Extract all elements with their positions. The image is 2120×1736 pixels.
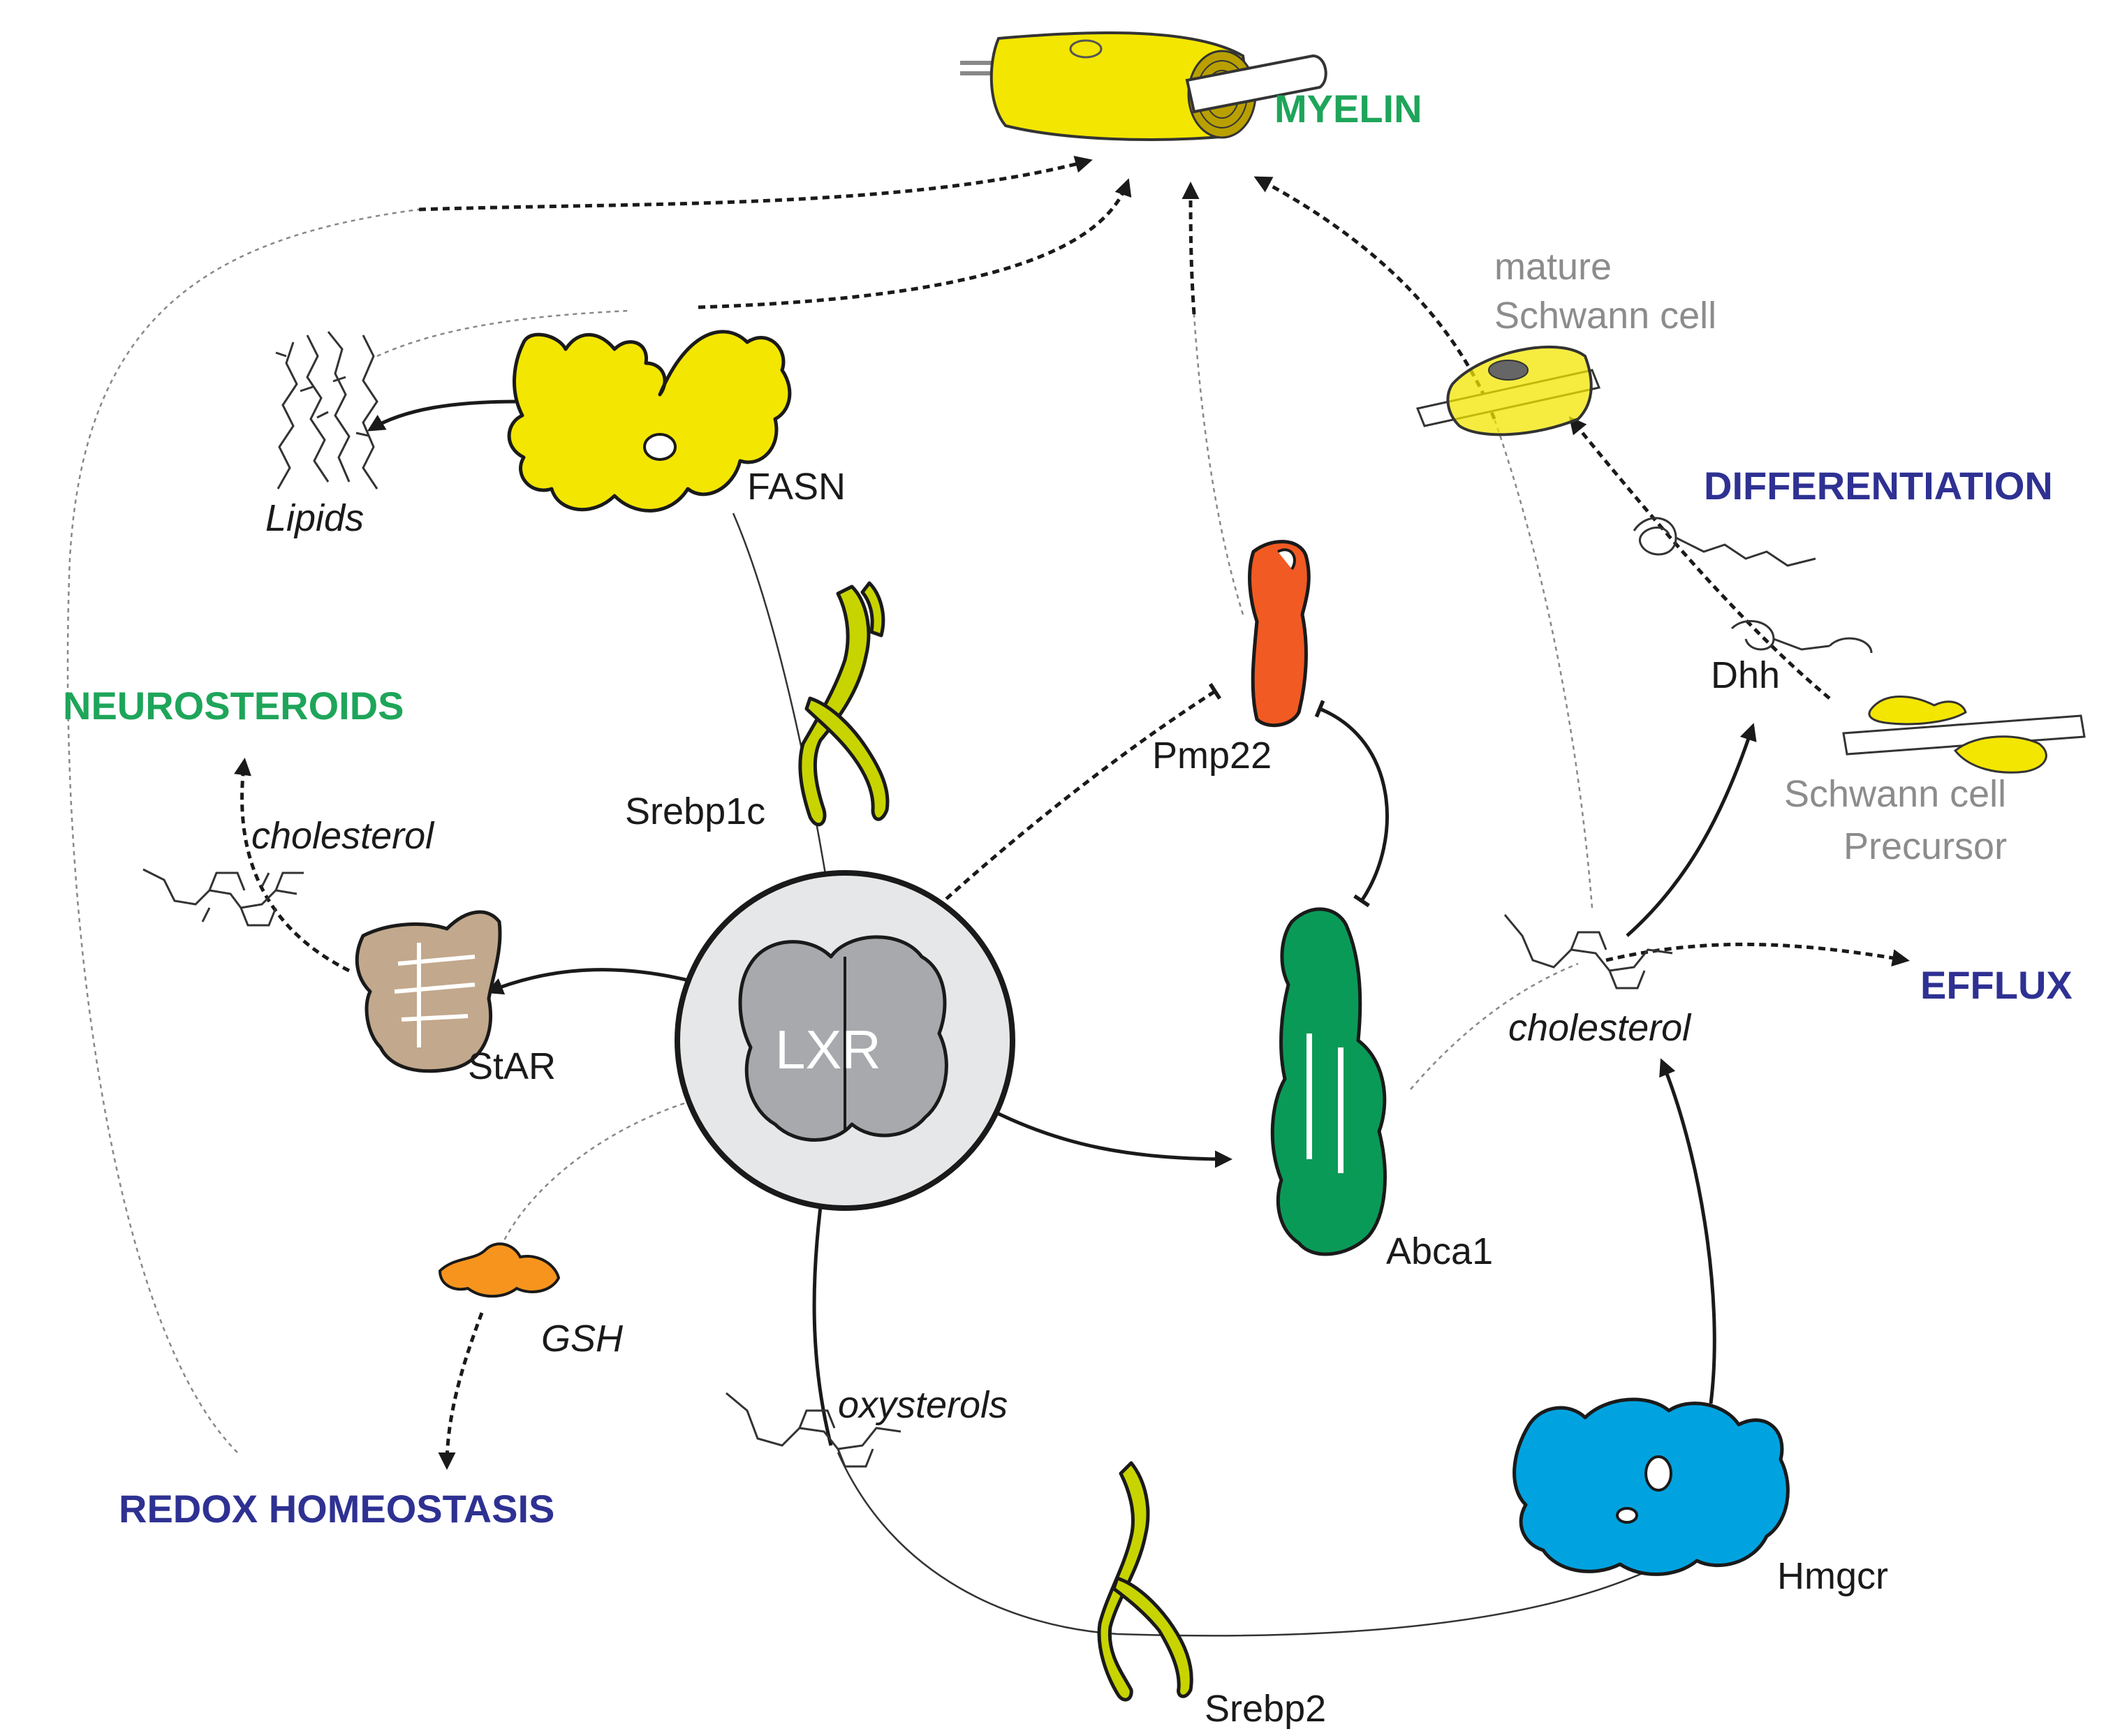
- lower-loop-connector: [837, 1452, 1663, 1637]
- gsh-molecule: [438, 1242, 561, 1298]
- myelin-illustration: [960, 31, 1327, 141]
- srebp2-protein: [1097, 1461, 1193, 1702]
- axon: [1185, 54, 1327, 114]
- dhh-label: Dhh: [1711, 654, 1780, 696]
- cholesterol-right-molecule: [1503, 914, 1673, 990]
- lxr-to-gsh-connector: [501, 1102, 685, 1244]
- cholesterol-left-molecule: [142, 868, 304, 927]
- connections: [66, 156, 1910, 1637]
- neurosteroids-heading: NEUROSTEROIDS: [63, 684, 404, 728]
- fasn-label: FASN: [747, 466, 846, 508]
- efflux-heading: EFFLUX: [1920, 963, 2073, 1007]
- cholesterol-to-myelin-connector: [1493, 418, 1593, 909]
- lxr-to-pmp22-inhibit: [927, 682, 1222, 916]
- gsh-label: GSH: [541, 1318, 624, 1360]
- lipids-label: Lipids: [265, 497, 364, 539]
- gsh-to-redox-arrow: [438, 1312, 484, 1470]
- lxr-to-star-arrow: [485, 968, 706, 995]
- cholesterol-left-label: cholesterol: [251, 815, 435, 857]
- fasn-protein: [507, 330, 792, 513]
- srebp1c-protein: [798, 581, 890, 827]
- pmp22-to-myelin-connector: [1193, 314, 1244, 615]
- pmp22-protein: [1248, 540, 1311, 728]
- dhh-molecule: [1633, 517, 1873, 654]
- redox-to-myelin-arrow: [418, 156, 1093, 212]
- srebp2-label: Srebp2: [1205, 1688, 1326, 1730]
- star-protein: [355, 910, 502, 1073]
- lipids-molecule: [275, 331, 378, 490]
- cholesterol-to-efflux-arrow: [1605, 942, 1910, 967]
- fasn-to-lipids-arrow: [367, 399, 521, 432]
- pmp22-to-myelin-arrow: [1182, 182, 1200, 315]
- pmp22-label: Pmp22: [1152, 735, 1272, 777]
- redox-heading: REDOX HOMEOSTASIS: [119, 1487, 554, 1531]
- cholesterol-to-myelin-arrow: [1253, 176, 1496, 420]
- srebp1c-label: Srebp1c: [625, 790, 765, 832]
- differentiation-heading: DIFFERENTIATION: [1704, 464, 2053, 508]
- abca1-protein: [1270, 907, 1387, 1256]
- lxr-to-abca1-arrow: [990, 1108, 1232, 1168]
- lipids-to-myelin-arrow: [698, 178, 1132, 309]
- myelin-heading: MYELIN: [1274, 87, 1422, 131]
- oxysterols-to-lxr-arrow: [812, 1177, 833, 1446]
- abca1-label: Abca1: [1386, 1230, 1493, 1272]
- hmgcr-label: Hmgcr: [1777, 1555, 1888, 1597]
- lipids-to-myelin-connector: [376, 309, 629, 358]
- lxr-to-fasn-connector: [732, 513, 832, 909]
- cholesterol-to-dhh-arrow: [1626, 723, 1757, 937]
- hmgcr-to-cholesterol-arrow: [1659, 1058, 1716, 1404]
- precursor-label-1: Schwann cell: [1784, 773, 2006, 815]
- precursor-label-2: Precursor: [1843, 825, 2007, 867]
- lxr-protein: [738, 935, 948, 1142]
- star-label: StAR: [468, 1045, 556, 1087]
- mature-schwann-label-2: Schwann cell: [1494, 295, 1716, 337]
- abca1-to-cholesterol-connector: [1410, 962, 1579, 1090]
- star-to-neurosteroids-arrow: [234, 758, 351, 973]
- cholesterol-right-label: cholesterol: [1508, 1007, 1692, 1049]
- redox-to-myelin-connector: [66, 208, 420, 1453]
- dhh-to-mature-schwann-arrow: [1568, 416, 1831, 700]
- mature-schwann-label-1: mature: [1494, 246, 1612, 288]
- mature-schwann-cell: [1415, 346, 1601, 436]
- lxr-label: LXR: [775, 1019, 881, 1080]
- oxysterols-label: oxysterols: [838, 1384, 1008, 1426]
- schwann-precursor-cell: [1842, 696, 2086, 774]
- abca1-inhibits-pmp22: [1314, 700, 1389, 908]
- oxysterols-molecule: [726, 1392, 901, 1468]
